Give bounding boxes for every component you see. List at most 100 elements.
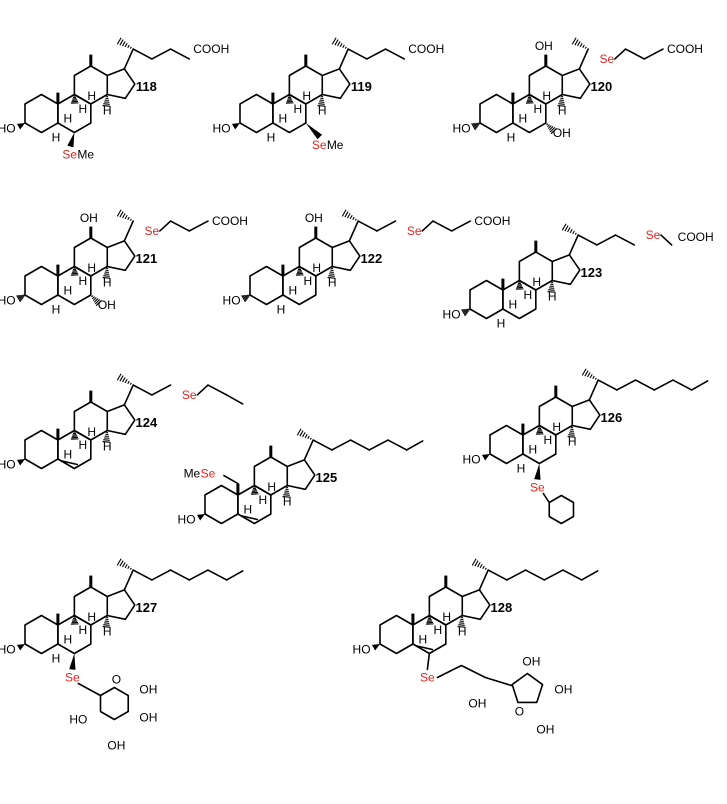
side-chain-bond xyxy=(562,569,583,581)
h-label: H xyxy=(458,625,467,639)
h8-bond xyxy=(535,426,544,435)
selenium-label: Se xyxy=(65,671,80,685)
h8-bond xyxy=(425,616,434,625)
carboxyl-label: COOH xyxy=(408,42,444,56)
se-bond xyxy=(69,653,76,670)
ring-d xyxy=(106,404,136,436)
h-label: H xyxy=(283,495,292,509)
side-chain-bond xyxy=(303,439,314,461)
oh3-bond xyxy=(461,308,470,317)
ring-d xyxy=(551,254,581,286)
h14-bond xyxy=(102,267,111,279)
side-chain-bond xyxy=(368,439,389,451)
ring-a xyxy=(379,614,414,655)
selenium-label: Se xyxy=(312,138,327,152)
side-chain-bond xyxy=(338,48,349,70)
side-chain-bond xyxy=(624,48,646,60)
selenium-label: Se xyxy=(530,481,545,495)
hydroxyl-label: OH xyxy=(139,711,157,725)
c21-methyl xyxy=(341,209,357,221)
hydroxyl-label: OH xyxy=(536,723,554,737)
h-label: H xyxy=(568,435,577,449)
side-chain-bond xyxy=(660,234,673,246)
hydroxyl-label: HO xyxy=(213,122,231,136)
side-chain-bond xyxy=(188,569,209,581)
side-chain-bond xyxy=(643,48,664,60)
side-chain-bond xyxy=(123,220,134,242)
oh3-bond xyxy=(471,122,480,131)
ring-d xyxy=(106,240,136,272)
h5-label: H xyxy=(517,461,526,475)
h8-bond xyxy=(525,95,534,104)
glyco-chain xyxy=(436,664,513,687)
ring-d xyxy=(286,459,316,491)
selenium-label: Se xyxy=(646,228,661,242)
carboxyl-label: COOH xyxy=(474,214,510,228)
compound-number: 125 xyxy=(316,470,338,485)
h-label: H xyxy=(318,104,327,118)
oh3-bond xyxy=(371,644,380,651)
side-chain-bond xyxy=(506,569,527,581)
h14-bond xyxy=(567,426,576,438)
furanose-ring xyxy=(511,672,544,704)
side-chain-bond xyxy=(597,379,618,391)
side-chain-bond xyxy=(634,379,656,391)
h-label: H xyxy=(518,111,527,125)
cyclohexyl-ring xyxy=(548,494,575,525)
h-label: H xyxy=(63,632,72,646)
h-label: H xyxy=(63,447,72,461)
h-label: H xyxy=(442,610,451,624)
h5-label: H xyxy=(52,130,61,144)
side-chain-bond xyxy=(524,569,546,581)
isopropyl-bond xyxy=(225,394,244,405)
hydroxyl-label: HO xyxy=(443,308,461,322)
h8-bond xyxy=(295,267,304,276)
side-chain-bond xyxy=(376,220,397,232)
side-chain-bond xyxy=(357,220,378,232)
ring-a xyxy=(479,93,514,134)
h14-bond xyxy=(557,95,566,107)
side-chain-bond xyxy=(123,384,134,406)
oh7-bond xyxy=(91,295,102,307)
h14-bond xyxy=(102,431,111,443)
h8-bond xyxy=(515,281,524,290)
h5-label: H xyxy=(52,651,61,665)
h-label: H xyxy=(552,420,561,434)
h14-bond xyxy=(317,95,326,107)
compound-number: 124 xyxy=(136,415,158,430)
se-bond xyxy=(305,123,323,140)
side-chain-bond xyxy=(614,48,627,60)
h-label: H xyxy=(328,276,337,290)
h-label: H xyxy=(87,610,96,624)
selenium-label: Se xyxy=(600,52,615,66)
oh3-bond xyxy=(481,454,490,461)
side-chain-bond xyxy=(123,48,134,70)
hydroxyl-label: OH xyxy=(98,298,116,312)
ring-a xyxy=(24,429,59,470)
side-chain-bond xyxy=(450,220,472,232)
h-label: H xyxy=(103,625,112,639)
hydroxyl-label: OH xyxy=(553,126,571,140)
side-chain-bond xyxy=(432,220,453,232)
selenium-label: Se xyxy=(407,224,422,238)
oh3-bond xyxy=(16,294,25,303)
side-chain-bond xyxy=(188,220,209,232)
hydroxyl-label: OH xyxy=(554,683,572,697)
h-label: H xyxy=(103,276,112,290)
h-label: H xyxy=(418,632,427,646)
c21-methyl xyxy=(561,223,577,235)
c21-methyl xyxy=(116,209,132,221)
ring-d xyxy=(106,589,136,621)
selenium-label: Se xyxy=(182,388,197,402)
c21-methyl xyxy=(471,558,487,570)
h-label: H xyxy=(433,623,442,637)
ring-a xyxy=(24,265,59,306)
se-c-bond xyxy=(77,682,102,697)
h-label: H xyxy=(258,493,267,507)
side-chain-bond xyxy=(672,379,693,391)
